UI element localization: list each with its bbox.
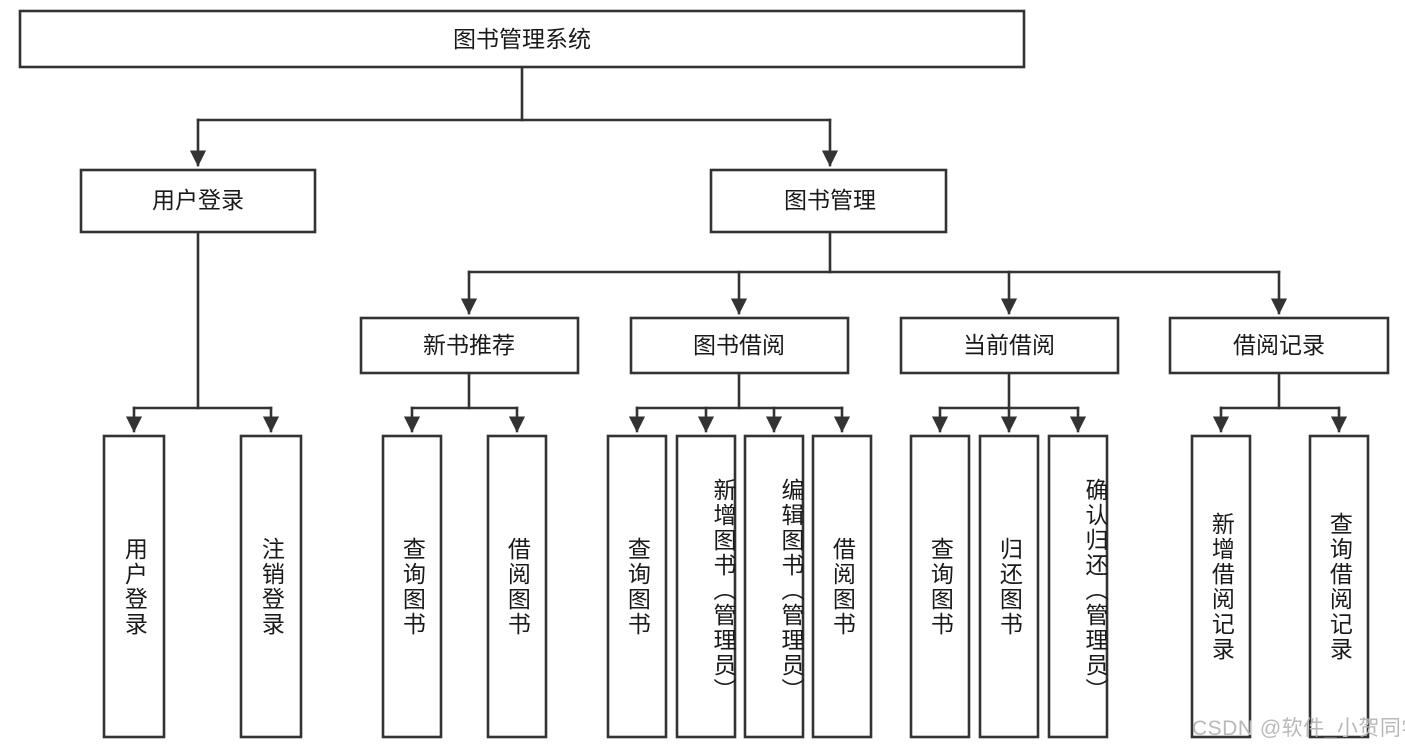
node-label-current-borrow: 当前借阅	[963, 332, 1055, 358]
node-box-leaf-query-book-1[interactable]	[381, 434, 443, 739]
connector-group-book-manage	[460, 230, 1288, 315]
node-box-leaf-query-book-3[interactable]	[909, 434, 971, 739]
node-box-leaf-borrow-book-2[interactable]	[811, 434, 873, 739]
node-box-leaf-borrow-book-1[interactable]	[486, 434, 548, 739]
node-box-leaf-query-book-2[interactable]	[606, 434, 668, 739]
node-box-leaf-logout[interactable]	[239, 434, 303, 739]
node-label-user-login: 用户登录	[152, 187, 244, 213]
connector-group-borrow-record	[1212, 371, 1348, 433]
node-label-book-borrow: 图书借阅	[693, 332, 785, 358]
connector-group-new-book-rec	[403, 371, 526, 433]
node-box-current-borrow[interactable]	[899, 316, 1120, 375]
node-box-borrow-record[interactable]	[1168, 316, 1390, 375]
node-box-new-book-rec[interactable]	[359, 316, 580, 375]
node-label-new-book-rec: 新书推荐	[423, 332, 515, 358]
node-box-leaf-add-book[interactable]	[675, 434, 737, 739]
connector-group-user-login	[125, 230, 280, 433]
node-box-leaf-add-record[interactable]	[1190, 434, 1252, 739]
connector-group-book-borrow	[628, 371, 851, 433]
node-box-book-manage[interactable]	[709, 168, 948, 234]
csdn-watermark: CSDN @软件_小贺同学	[1192, 717, 1405, 740]
node-box-leaf-query-record[interactable]	[1308, 434, 1370, 739]
node-box-leaf-user-login[interactable]	[102, 434, 166, 739]
node-label-root: 图书管理系统	[453, 26, 591, 52]
node-label-book-manage: 图书管理	[784, 187, 876, 213]
node-box-user-login[interactable]	[79, 168, 317, 234]
connector-group-root	[189, 65, 839, 167]
node-box-book-borrow[interactable]	[629, 316, 850, 375]
node-box-leaf-confirm-return[interactable]	[1047, 434, 1109, 739]
node-box-leaf-return-book[interactable]	[978, 434, 1040, 739]
connector-group-current-borrow	[931, 371, 1087, 433]
node-box-root[interactable]	[18, 9, 1026, 69]
node-label-borrow-record: 借阅记录	[1233, 332, 1325, 358]
node-box-leaf-edit-book[interactable]	[743, 434, 805, 739]
